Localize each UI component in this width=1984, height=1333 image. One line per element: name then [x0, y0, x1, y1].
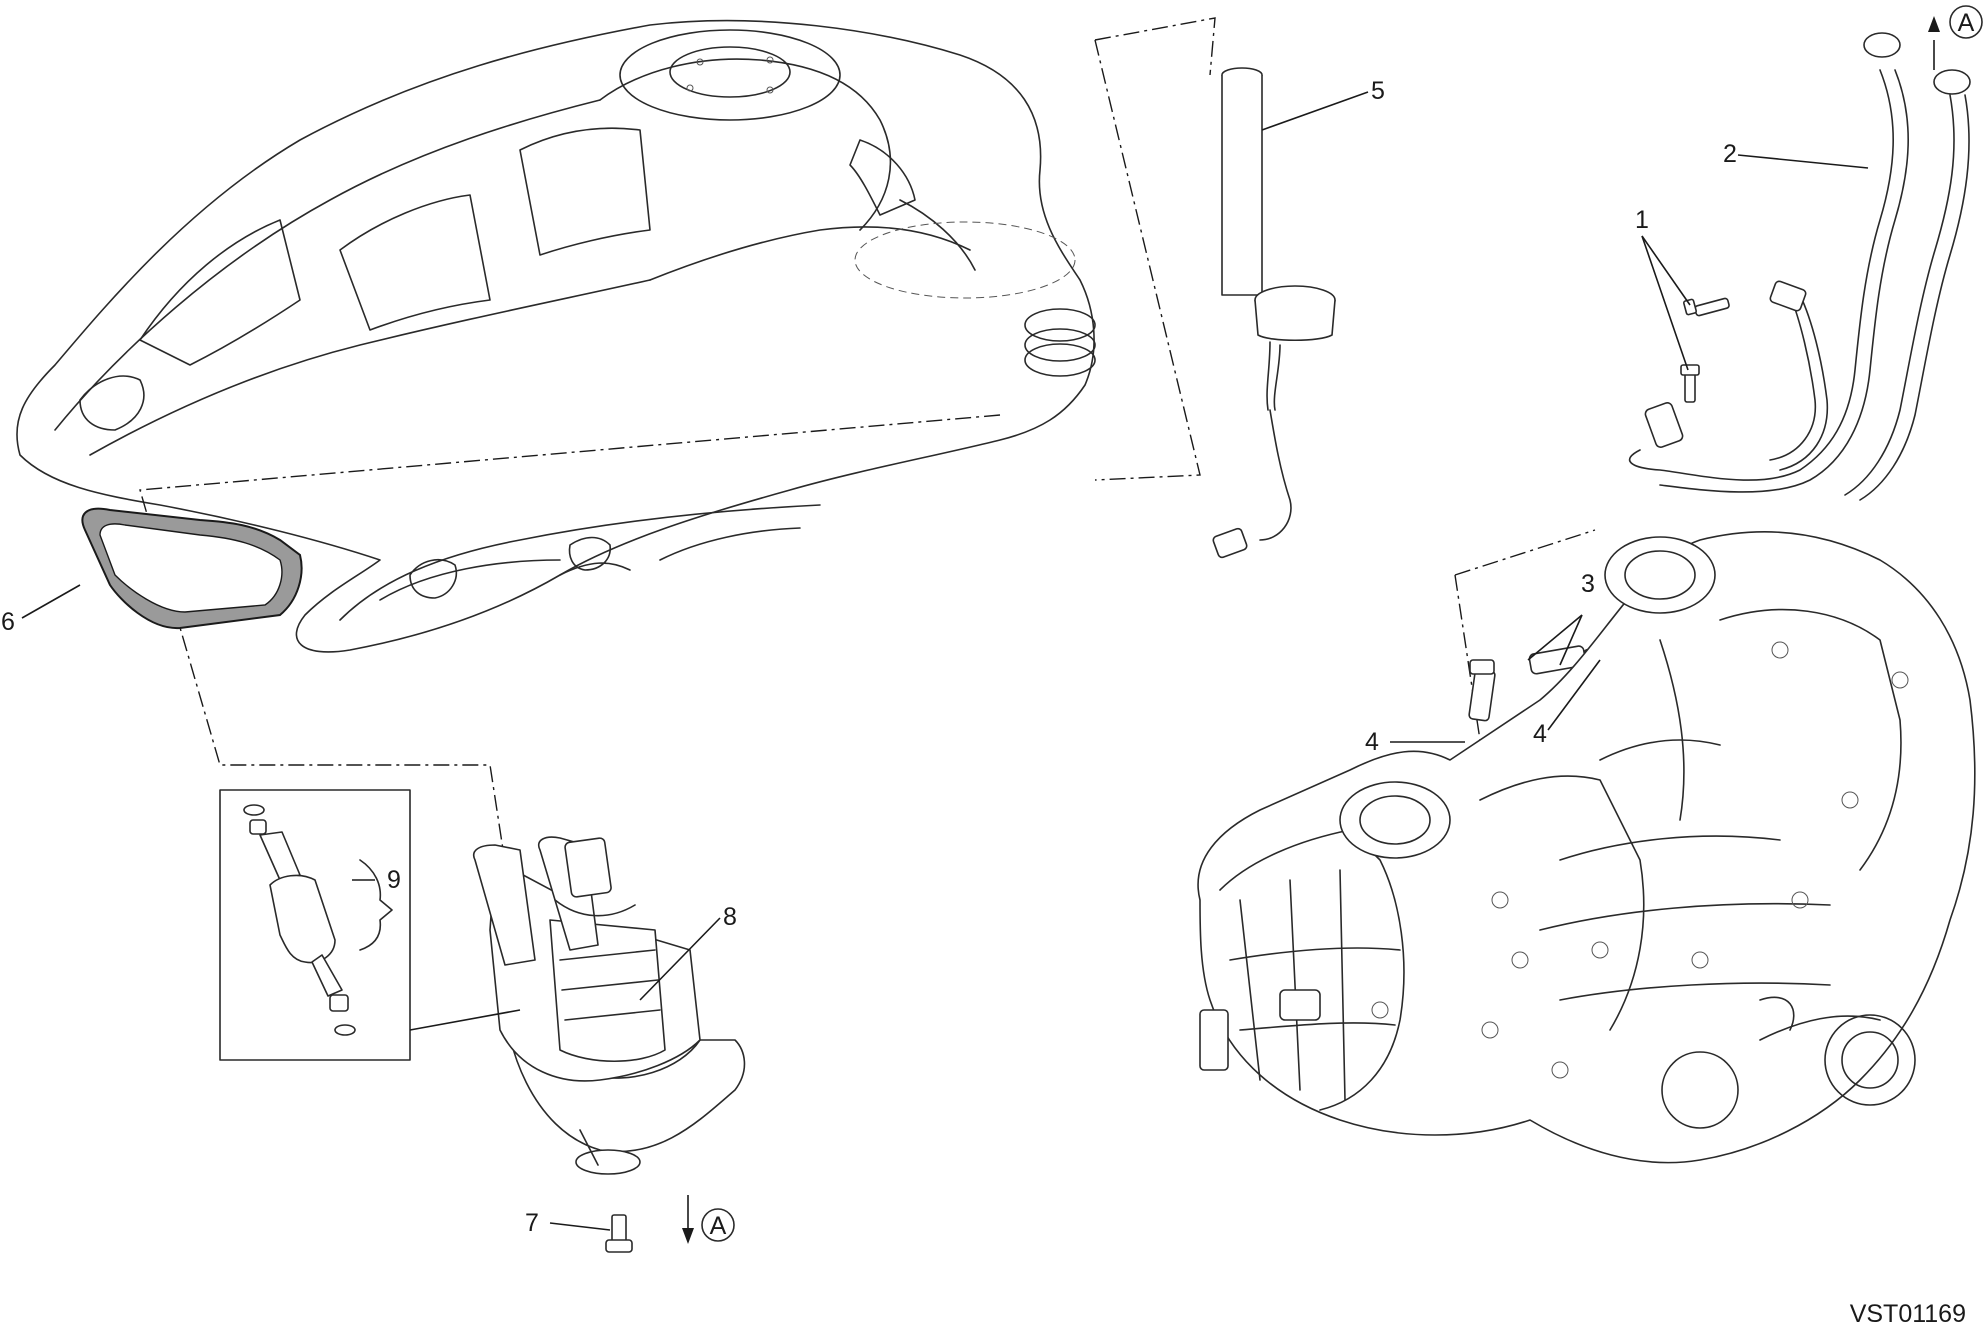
tank-gasket: [81, 507, 303, 630]
reference-letter-bottom: A: [710, 1212, 727, 1240]
fuel-tank: [16, 19, 1096, 653]
leader-lines: [21, 91, 1869, 1231]
reference-markers: A A: [682, 5, 1983, 1244]
fuel-hoses: [1628, 32, 1971, 501]
pump-screw: [605, 1214, 633, 1253]
callout-4-right: 4: [1533, 720, 1547, 748]
callout-2: 2: [1723, 140, 1737, 168]
hose-clamp-screws: [1680, 297, 1730, 403]
callouts: 1 2 3 4 4 5 6 7 8 9: [1, 77, 1737, 1237]
callout-4-left: 4: [1365, 728, 1379, 756]
callout-7: 7: [525, 1209, 539, 1237]
callout-9: 9: [387, 866, 401, 894]
reference-letter-top: A: [1958, 9, 1975, 37]
fuel-level-sensor: [1212, 67, 1336, 559]
fuel-filter-detail: [219, 789, 411, 1061]
callout-6: 6: [1, 608, 15, 636]
fuel-pump: [473, 836, 746, 1175]
callout-1: 1: [1635, 206, 1649, 234]
engine: [1197, 531, 1976, 1164]
drawing-code: VST01169: [1850, 1300, 1966, 1328]
callout-8: 8: [723, 903, 737, 931]
callout-3: 3: [1581, 570, 1595, 598]
callout-5: 5: [1371, 77, 1385, 105]
